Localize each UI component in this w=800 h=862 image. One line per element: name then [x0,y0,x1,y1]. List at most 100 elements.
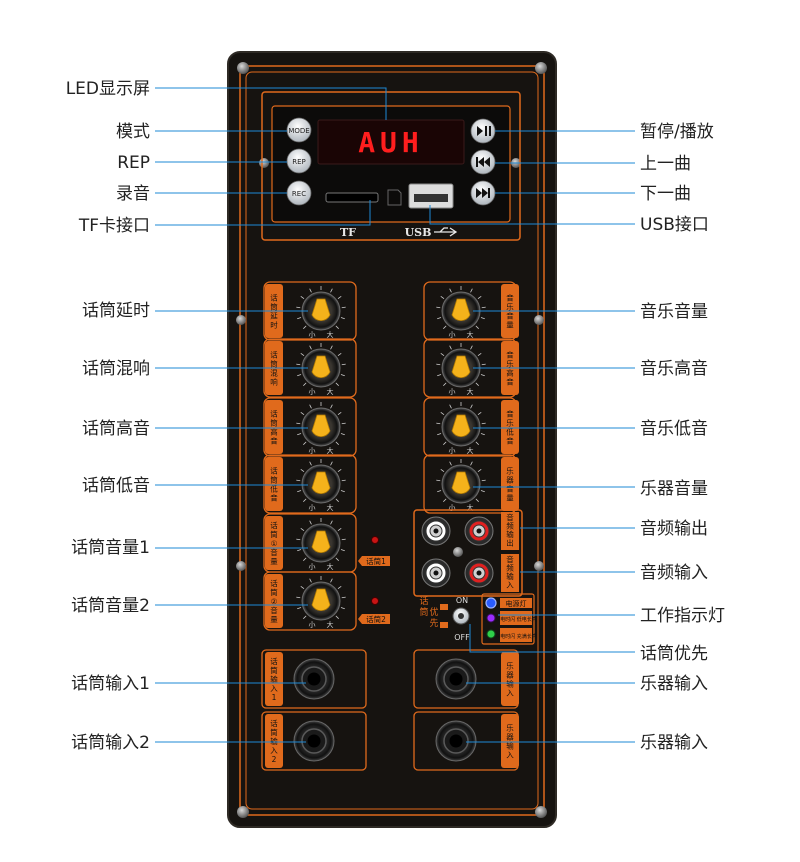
callout-rec: 录音 [116,184,150,204]
knob-tick [309,578,312,583]
knob-label: 音 [506,409,514,419]
knob-label: 筒 [270,587,278,597]
knob-tick [481,479,486,482]
knob-tick [303,325,307,329]
knob-max-label: 大 [327,503,334,512]
rep-button[interactable]: REP [286,148,312,174]
mic-input-2-jack[interactable]: 话筒输入2 [261,711,367,771]
knob-icon[interactable] [311,355,331,378]
mic1-tag [358,556,390,566]
knob-scale [436,402,486,445]
knob-icon[interactable] [311,588,331,611]
play-pause-button[interactable] [470,118,496,144]
knob-label: 量 [506,494,514,503]
knob-label: 音 [506,436,514,446]
knob-icon[interactable] [311,471,331,494]
knob-tick [297,490,302,493]
line-led [155,87,387,120]
callout-mic-reverb: 话筒混响 [82,359,150,379]
indicator-label-charge: 充电时闪 充满长亮 [495,633,537,640]
knob-tick [296,422,301,425]
rca-jack-3[interactable] [464,558,494,588]
rca-jack-1[interactable] [464,516,494,546]
knob-icon[interactable] [451,298,471,321]
knob-icon[interactable] [311,530,331,553]
knob-section-frame [263,397,357,457]
knob-label: 筒 [270,475,278,485]
jack-label-tab [265,652,283,706]
knob-icon[interactable] [311,414,331,437]
knob-tick [440,468,445,472]
rec-button[interactable]: REC [286,180,312,206]
jack-label: 1 [272,693,277,702]
mic2-led [371,597,379,605]
usb-icon [434,227,458,237]
mic-priority-switch[interactable] [452,607,470,625]
knob-label-tab [265,574,283,628]
knob-label: 乐 [506,302,514,312]
right-knob-2[interactable]: 音乐低音小大 [423,397,519,457]
left-knob-3[interactable]: 话筒低音小大 [263,454,357,514]
rca-out-tab [501,512,519,550]
screw-icon [237,806,249,818]
callout-tf-slot: TF卡接口 [78,216,150,236]
panel-body [227,51,557,828]
callout-led-display: LED显示屏 [65,79,150,99]
rca-jacks [421,516,494,588]
left-knob-2[interactable]: 话筒高音小大 [263,397,357,457]
knob-label: 音 [270,436,278,446]
knob-scale [296,459,346,502]
indicator-label-power: 电源灯 [506,599,527,608]
knob-min-label: 小 [309,562,316,571]
knob-label: 低 [506,427,514,437]
mode-button[interactable]: MODE [286,117,312,143]
knob-min-label: 小 [449,387,456,396]
knob-icon[interactable] [311,298,331,321]
rca-jack-2[interactable] [421,558,451,588]
knob-icon[interactable] [451,355,471,378]
mic-knob-column: 话筒延时小大话筒混响小大话筒高音小大话筒低音小大话筒①音量小大话筒②音量小大 [263,281,357,631]
knob-tick [297,607,302,610]
next-track-icon [476,188,490,198]
knob-tick [303,382,307,386]
tf-card-slot[interactable] [325,192,379,203]
next-track-button[interactable] [470,180,496,206]
instrument-input-1-jack[interactable]: 乐器输入 [413,649,519,709]
callout-music-volume: 音乐音量 [640,302,708,322]
knob-label: 乐 [506,418,514,428]
instrument-input-2-jack[interactable]: 乐器输入 [413,711,519,771]
knob-tick [477,468,482,472]
right-knob-3[interactable]: 乐器音量小大 [423,454,519,514]
knob-icon[interactable] [451,414,471,437]
left-knob-4[interactable]: 话筒①音量小大 [263,513,357,573]
knob-min-label: 小 [309,620,316,629]
knob-scale [296,402,346,445]
knob-tick [341,306,346,309]
knob-label: 话 [270,350,278,360]
prev-track-button[interactable] [470,149,496,175]
knob-tick [443,441,447,445]
knob-label: 低 [270,484,278,494]
mic1-led [371,536,379,544]
knob-tick [341,596,346,599]
jack-label: 输 [270,736,278,746]
knob-tick [300,468,305,472]
knob-tick [481,422,486,425]
jack-label: 乐 [506,661,514,671]
knob-tick [303,615,307,619]
knob-tick [300,411,305,415]
knob-icon[interactable] [451,471,471,494]
knob-tick [337,352,342,356]
knob-tick [341,422,346,425]
callout-instrument-input-2: 乐器输入 [640,733,708,753]
rca-jack-0[interactable] [421,516,451,546]
knob-tick [436,422,441,425]
knob-tick [335,498,339,502]
knob-tick [480,374,485,377]
knob-label: 筒 [270,302,278,312]
knob-label: 高 [506,368,514,378]
mic-input-1-jack[interactable]: 话筒输入1 [261,649,367,709]
prev-track-icon [476,157,490,167]
knob-tick [340,374,345,377]
left-knob-5[interactable]: 话筒②音量小大 [263,571,357,631]
